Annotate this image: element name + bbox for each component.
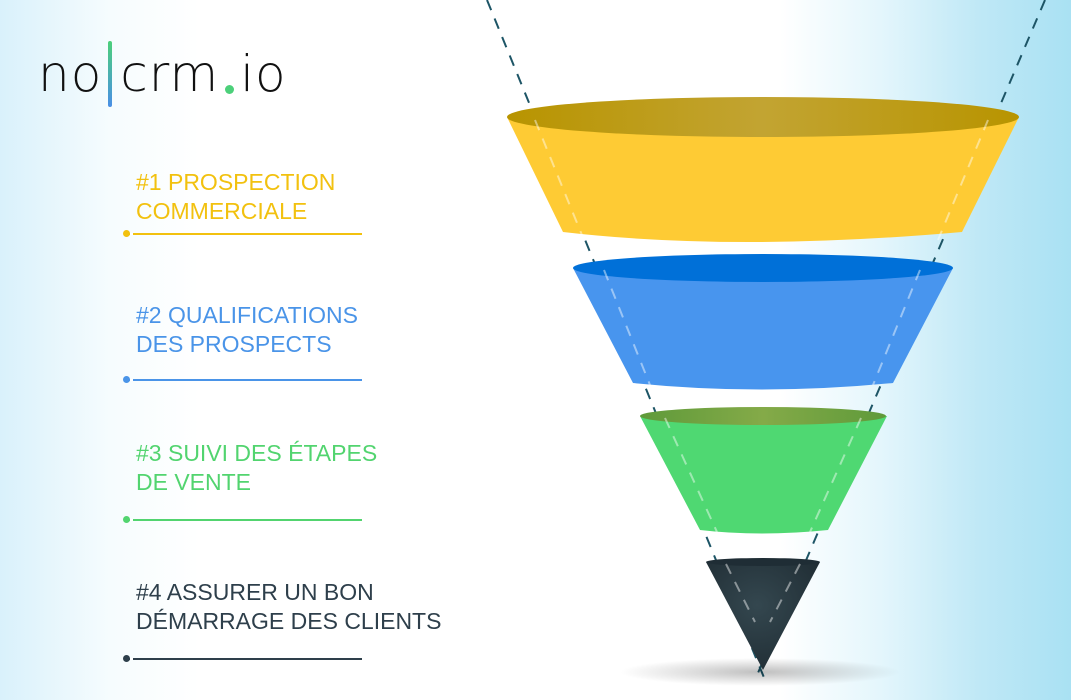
stage-3-divider xyxy=(123,516,362,523)
stage-4-divider xyxy=(123,655,362,662)
stage-1-label-line1: #1 PROSPECTION xyxy=(136,169,336,195)
logo-divider xyxy=(108,41,113,107)
funnel-tier-2-blue xyxy=(573,254,953,390)
stage-2-divider xyxy=(123,376,362,383)
stage-2-label-line1: #2 QUALIFICATIONS xyxy=(136,302,358,328)
logo-text-no: no xyxy=(38,45,103,103)
stage-1-divider xyxy=(123,230,362,237)
stage-3-label-line1: #3 SUIVI DES ÉTAPES xyxy=(136,440,378,466)
stage-1-prospection: #1 PROSPECTION COMMERCIALE xyxy=(123,168,367,237)
nocrm-logo: no crm io xyxy=(38,38,287,110)
funnel-inner-dashes xyxy=(534,119,989,623)
stage-3-sales-steps: #3 SUIVI DES ÉTAPES DE VENTE xyxy=(123,439,378,523)
logo-text-io: io xyxy=(240,45,287,103)
stage-2-label-line2: DES PROSPECTS xyxy=(136,331,332,357)
stage-4-label-line1: #4 ASSURER UN BON xyxy=(136,579,374,605)
logo-text-crm: crm xyxy=(120,45,220,103)
funnel-tier-4-dark xyxy=(706,558,820,670)
funnel-tier-1-yellow xyxy=(507,97,1019,242)
funnel-shadow xyxy=(620,658,900,686)
stage-3-label-line2: DE VENTE xyxy=(136,469,252,495)
stage-1-label-line2: COMMERCIALE xyxy=(136,198,308,224)
funnel-tier-3-green xyxy=(640,407,887,534)
logo-dot xyxy=(225,85,235,94)
stage-2-qualification: #2 QUALIFICATIONS DES PROSPECTS xyxy=(123,301,367,383)
